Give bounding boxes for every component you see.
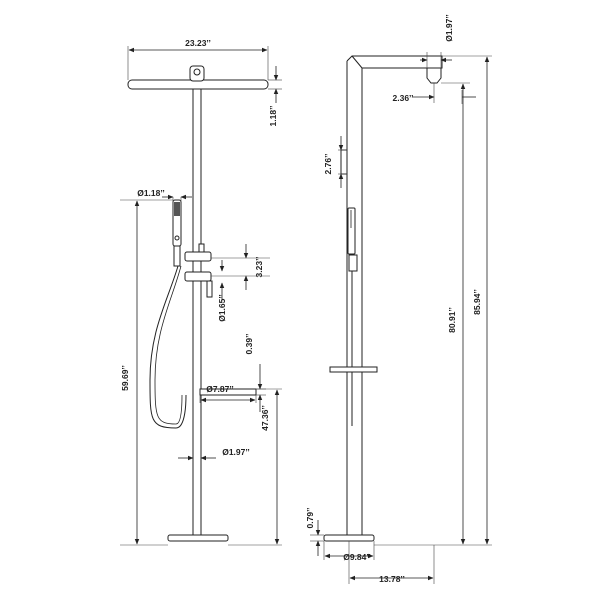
base-side [323, 534, 375, 542]
dim-head-thickness: 1.18’’ [268, 106, 278, 127]
holder-bracket [340, 149, 348, 175]
hose-inner [154, 265, 183, 425]
dim-valve-spacing: 3.23’’ [254, 257, 264, 278]
dim-base-diameter: Ø9.84’’ [343, 552, 371, 562]
dim-head-diameter: Ø1.97’’ [444, 14, 454, 42]
hose [149, 265, 187, 429]
dim-shelf-height: 47.36’’ [260, 405, 270, 431]
handshower-button [174, 235, 180, 241]
dim-head-offset: 2.36’’ [393, 93, 414, 103]
shelf-front [199, 388, 257, 396]
dim-base-thickness: 0.79’’ [305, 508, 315, 529]
valve-upper [184, 251, 212, 262]
dim-handshower-height: 59.69’’ [120, 365, 130, 391]
handshower-grip-pattern [174, 202, 180, 216]
dim-holder-height: 2.76’’ [323, 154, 333, 175]
front-view: 23.23’’ 1.18’’ Ø1.18’’ 3.23’’ Ø1.65’’ 0.… [120, 38, 282, 546]
dim-head-width: 23.23’’ [185, 38, 211, 48]
dim-column-diameter: Ø1.97’’ [222, 447, 250, 457]
valve-handle-lower [206, 280, 213, 298]
valve-handle-upper [198, 243, 205, 253]
dim-reach: 13.78’’ [379, 574, 405, 584]
dim-valve-diameter: Ø1.65’’ [217, 294, 227, 322]
head-arm-side [346, 55, 443, 69]
handshower-side [347, 207, 356, 255]
dim-shelf-thickness: 0.39’’ [244, 334, 254, 355]
valve-side [348, 254, 358, 272]
side-view: Ø1.97’’ 2.36’’ 2.76’’ 80.91’’ 85.94’’ 0.… [305, 14, 492, 584]
base-front [167, 534, 229, 542]
hose-connector [173, 245, 181, 267]
head-mount-knob [193, 68, 201, 76]
shelf-side [329, 366, 378, 373]
dim-handshower-diameter: Ø1.18’’ [137, 188, 165, 198]
rain-head-side [426, 67, 442, 84]
dim-shelf-diameter: Ø7.87’’ [206, 384, 234, 394]
dim-overall-height: 85.94’’ [472, 289, 482, 315]
valve-lower [184, 271, 212, 282]
dim-head-outlet-height: 80.91’’ [447, 307, 457, 333]
